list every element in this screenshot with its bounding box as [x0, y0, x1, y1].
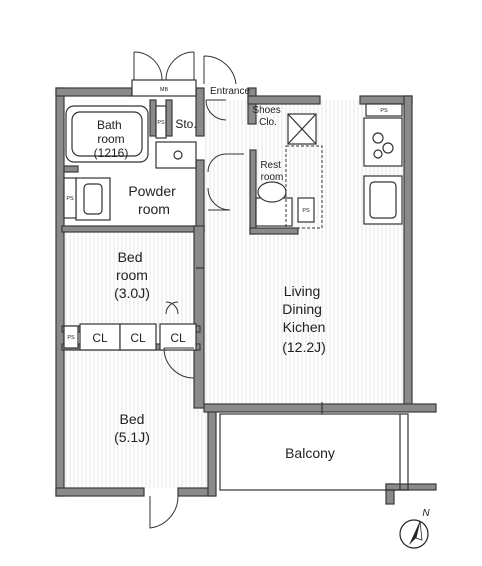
bathroom [65, 105, 149, 163]
ps-tag: PS [380, 108, 388, 114]
powder-door [207, 187, 231, 211]
floor-hatching [64, 100, 404, 488]
burner-icon [373, 149, 383, 159]
cooktop [363, 117, 403, 167]
closet-labels: CL CL CL [92, 331, 186, 345]
ps-tag: PS [67, 335, 75, 341]
shoes-closet-label: Shoes Clo. [252, 105, 283, 128]
bed-door [163, 347, 195, 379]
ps-tag: PS [66, 196, 74, 202]
closet-label: CL [170, 331, 186, 345]
toilet-bowl [257, 181, 287, 203]
restroom-label: Rest room [260, 160, 283, 183]
ps-tag: PS [157, 120, 165, 126]
entrance-hall-outline [285, 145, 323, 229]
powder-room-label: Powder room [128, 183, 179, 217]
bedroom-large-size: (5.1J) [114, 429, 150, 445]
bathroom-size: (1216) [94, 146, 129, 160]
compass-letter: N [422, 508, 430, 519]
closet-label: CL [130, 331, 146, 345]
bedroom-large-label: Bed [120, 411, 145, 427]
meter-box: MB [131, 79, 197, 97]
entrance-door [203, 55, 237, 85]
storage-door [205, 99, 227, 121]
fixtures [75, 113, 403, 229]
ldk-size: (12.2J) [282, 339, 326, 355]
bathroom-name: Bath room [97, 118, 125, 146]
north-arrow-icon: N [399, 508, 430, 549]
closet-door [165, 301, 179, 315]
bedroom-window-door [149, 495, 179, 529]
interior-doors[interactable] [149, 99, 323, 529]
front-doors[interactable] [133, 51, 237, 85]
ps-tag: PS [302, 208, 310, 214]
entrance-label: Entrance [210, 86, 250, 97]
storage-label: Sto. [175, 117, 196, 131]
balcony [219, 413, 409, 491]
bedroom-small-label: Bed room [116, 249, 148, 283]
washbasin [155, 141, 197, 169]
closet-row [79, 323, 197, 351]
balcony-label: Balcony [285, 445, 335, 461]
burner-icon [382, 142, 394, 154]
pipe-shafts: PS PS PS PS PS [63, 103, 403, 349]
exterior-walls [55, 87, 437, 505]
bedroom-small-size: (3.0J) [114, 285, 150, 301]
room-labels: Bath room (1216) Sto. Entrance Shoes Clo… [94, 86, 335, 461]
restroom-door [207, 153, 244, 173]
burner-icon [372, 132, 384, 144]
ldk-label: Living Dining Kichen [282, 283, 326, 335]
mb-tag: MB [160, 87, 169, 93]
closet-label: CL [92, 331, 108, 345]
